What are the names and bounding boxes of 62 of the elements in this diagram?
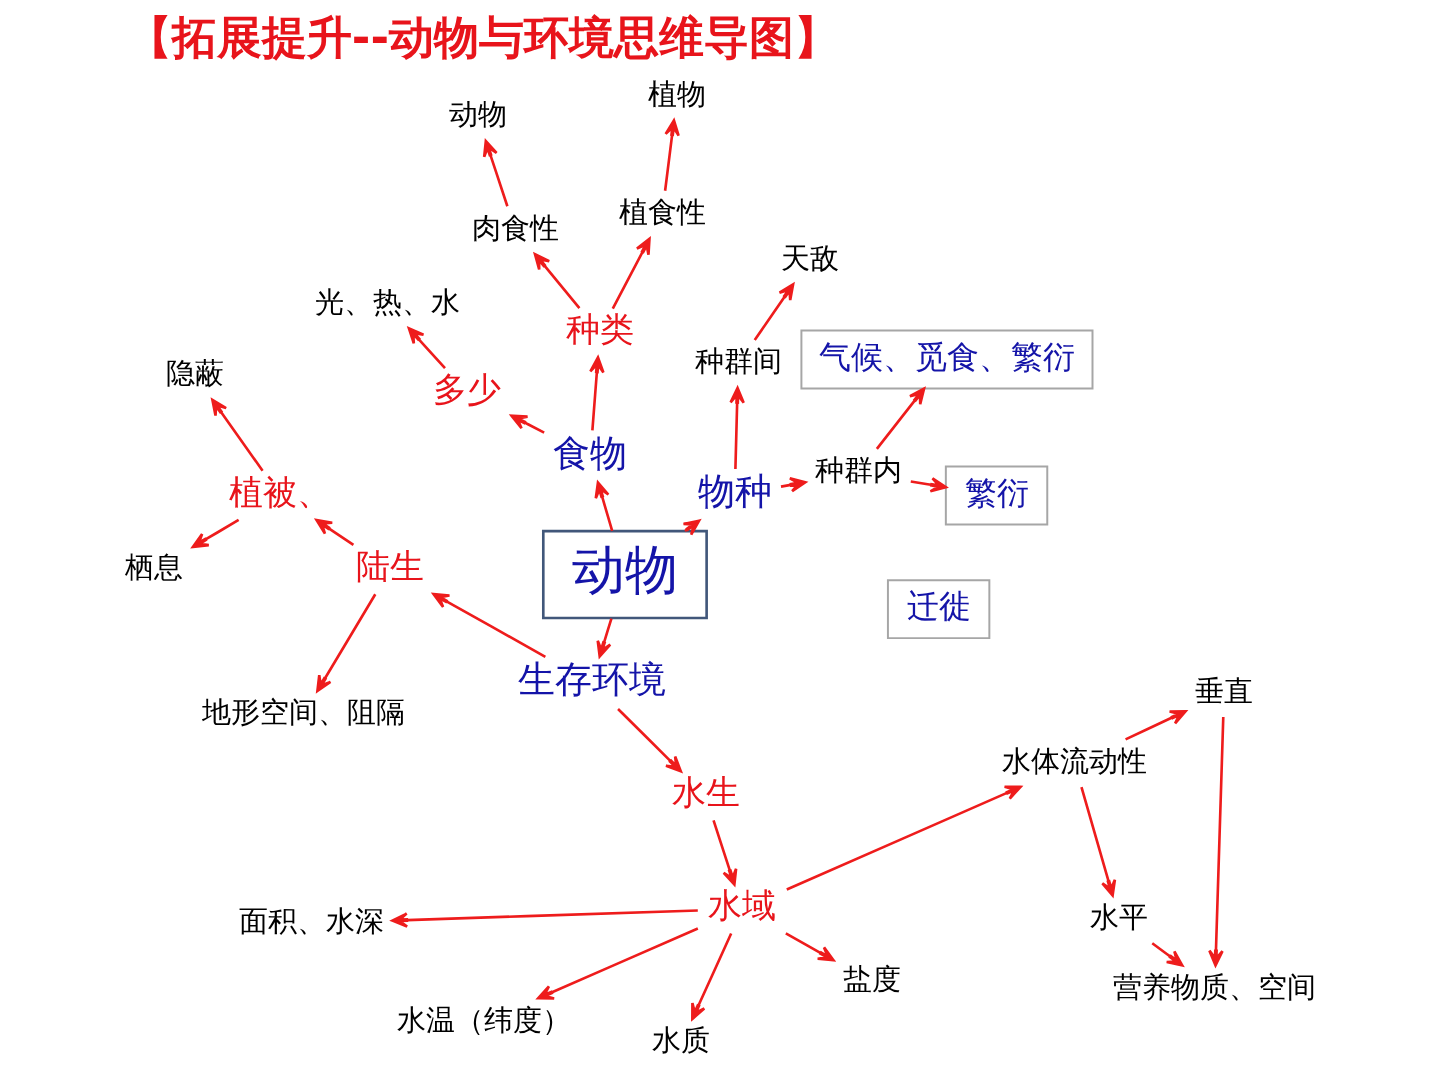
arrow: [595, 618, 613, 658]
arrow: [1151, 942, 1184, 967]
node-box: 繁衍: [944, 465, 1048, 526]
arrow: [588, 356, 605, 431]
node-text: 栖息: [124, 550, 183, 585]
node-text: 物种: [697, 469, 772, 513]
node-text: 多少: [432, 369, 501, 410]
node-text: 光、热、水: [314, 284, 460, 319]
arrow: [431, 592, 546, 658]
arrow: [753, 283, 794, 341]
arrow: [191, 518, 239, 549]
node-text: 面积、水深: [238, 903, 384, 938]
arrow: [780, 477, 807, 493]
arrow: [533, 252, 580, 309]
node-text: 隐蔽: [166, 356, 224, 391]
node-text: 种群内: [814, 453, 902, 488]
node-text: 肉食性: [471, 210, 559, 245]
arrow: [784, 932, 835, 962]
arrow: [728, 386, 745, 469]
arrow: [210, 398, 264, 472]
arrow: [711, 820, 737, 886]
arrow: [407, 327, 446, 370]
arrow: [663, 119, 680, 191]
arrow: [314, 518, 354, 546]
arrow: [315, 593, 376, 693]
node-text: 动物: [448, 97, 507, 132]
arrow: [785, 785, 1022, 891]
arrow: [482, 139, 509, 207]
arrow: [875, 387, 925, 450]
arrow: [509, 414, 545, 434]
node-text: 垂直: [1194, 673, 1253, 708]
node-text: 种群间: [694, 344, 782, 379]
node-text: 种类: [565, 309, 634, 350]
node-box: 气候、觅食、繁衍: [799, 329, 1093, 390]
node-text: 植被、: [228, 471, 331, 512]
node-text: 植食性: [618, 195, 706, 230]
node-text: 水生: [671, 772, 740, 813]
arrow: [1124, 710, 1187, 741]
node-text: 水体流动性: [1001, 743, 1147, 778]
arrow: [1079, 786, 1116, 897]
node-text: 生存环境: [517, 657, 666, 701]
diagram-title: 【拓展提升--动物与环境思维导图】: [126, 11, 839, 65]
arrow: [616, 708, 682, 773]
node-text: 水域: [707, 885, 776, 926]
node-text: 盐度: [842, 962, 901, 997]
arrow: [390, 909, 698, 928]
arrow: [594, 481, 613, 532]
node-text: 水平: [1089, 899, 1148, 934]
arrow: [910, 477, 947, 493]
node-text: 植物: [647, 76, 706, 111]
node-text: 水温（纬度）: [396, 1002, 571, 1037]
node-box: 迁徙: [886, 579, 990, 640]
node-text: 陆生: [355, 545, 424, 586]
node-text: 营养物质、空间: [1112, 969, 1316, 1004]
node-text: 食物: [552, 431, 627, 475]
node-text: 水质: [651, 1023, 710, 1058]
arrow: [690, 933, 732, 1021]
node-text: 天敌: [780, 240, 839, 275]
arrow: [536, 927, 698, 1000]
node-text: 地形空间、阻隔: [201, 695, 405, 730]
arrow: [611, 237, 651, 310]
arrow: [1207, 716, 1225, 967]
